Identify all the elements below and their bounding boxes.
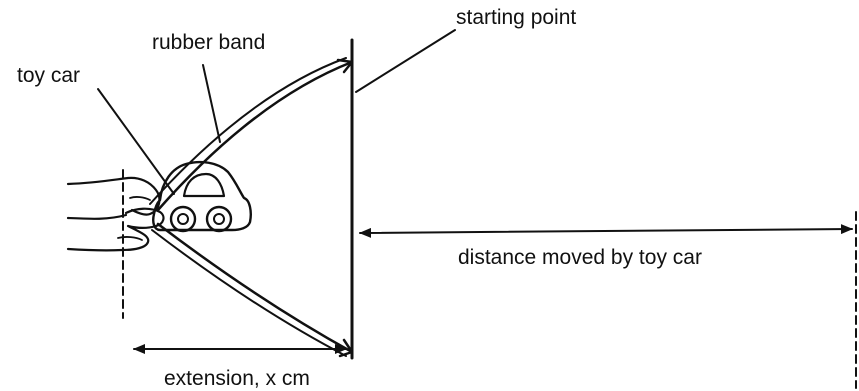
starting-point-pointer <box>355 29 456 93</box>
starting-point-label: starting point <box>456 6 576 29</box>
rubber-band-upper <box>149 57 354 212</box>
rubber-band-pointer <box>202 64 221 143</box>
rubber-band-label: rubber band <box>152 31 265 54</box>
distance-arrow <box>359 224 853 238</box>
toy-car-drawing <box>152 160 252 233</box>
distance-label: distance moved by toy car <box>458 246 702 269</box>
hand-drawing <box>66 176 165 252</box>
toy-car-pointer <box>97 88 175 195</box>
extension-label: extension, x cm <box>164 367 310 390</box>
toy-car-label: toy car <box>17 64 80 87</box>
rubber-band-lower <box>151 222 354 358</box>
